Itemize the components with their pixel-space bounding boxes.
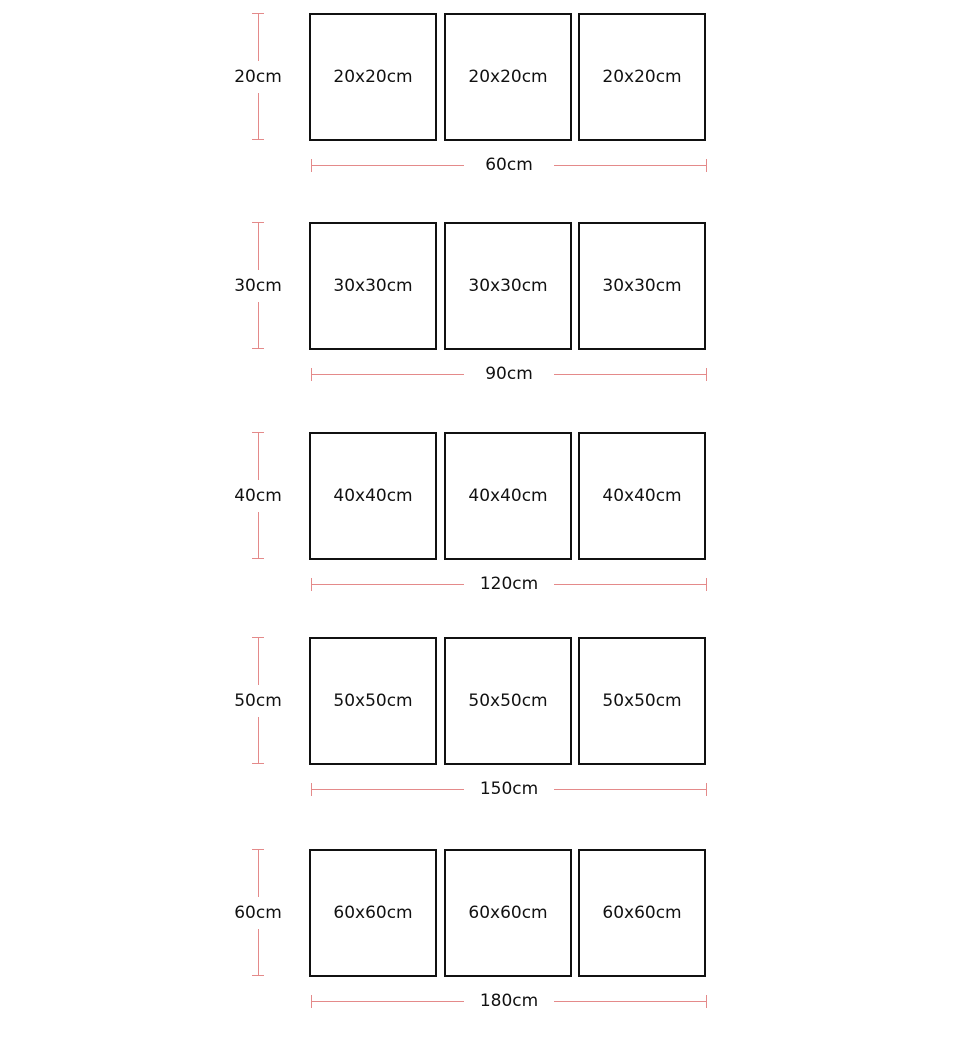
dimension-line	[258, 432, 259, 480]
width-label: 180cm	[479, 991, 539, 1011]
dimension-tick	[252, 348, 264, 349]
width-label: 90cm	[485, 364, 533, 384]
canvas-panel: 40x40cm	[578, 432, 706, 560]
canvas-panel: 50x50cm	[309, 637, 437, 765]
dimension-tick	[252, 975, 264, 976]
dimension-line	[554, 165, 706, 166]
canvas-panel: 20x20cm	[444, 13, 572, 141]
height-label: 20cm	[234, 67, 282, 87]
height-dimension: 30cm	[232, 222, 284, 350]
dimension-line	[311, 1001, 464, 1002]
dimension-tick	[706, 783, 707, 796]
canvas-panel: 60x60cm	[578, 849, 706, 977]
canvas-panel: 20x20cm	[578, 13, 706, 141]
size-set-30: 30cm 30x30cm 30x30cm 30x30cm 90cm	[0, 222, 960, 422]
dimension-line	[258, 222, 259, 270]
width-dimension: 120cm	[310, 572, 708, 596]
dimension-line	[258, 929, 259, 976]
height-label: 40cm	[234, 486, 282, 506]
height-label: 50cm	[234, 691, 282, 711]
height-label: 60cm	[234, 903, 282, 923]
dimension-line	[258, 717, 259, 764]
canvas-panel: 60x60cm	[444, 849, 572, 977]
dimension-tick	[706, 578, 707, 591]
dimension-line	[554, 1001, 706, 1002]
height-dimension: 20cm	[232, 13, 284, 141]
canvas-panel: 20x20cm	[309, 13, 437, 141]
dimension-line	[258, 13, 259, 61]
dimension-tick	[706, 368, 707, 381]
height-dimension: 50cm	[232, 637, 284, 765]
canvas-panel: 30x30cm	[578, 222, 706, 350]
width-dimension: 60cm	[310, 153, 708, 177]
dimension-line	[554, 789, 706, 790]
dimension-line	[258, 637, 259, 685]
height-label: 30cm	[234, 276, 282, 296]
dimension-line	[554, 374, 706, 375]
canvas-panel: 50x50cm	[578, 637, 706, 765]
canvas-panel: 40x40cm	[309, 432, 437, 560]
size-set-50: 50cm 50x50cm 50x50cm 50x50cm 150cm	[0, 637, 960, 837]
canvas-panel: 60x60cm	[309, 849, 437, 977]
width-dimension: 90cm	[310, 362, 708, 386]
dimension-line	[311, 789, 464, 790]
size-set-20: 20cm 20x20cm 20x20cm 20x20cm 60cm	[0, 13, 960, 213]
dimension-tick	[252, 763, 264, 764]
canvas-panel: 50x50cm	[444, 637, 572, 765]
size-set-40: 40cm 40x40cm 40x40cm 40x40cm 120cm	[0, 432, 960, 632]
width-dimension: 150cm	[310, 777, 708, 801]
height-dimension: 40cm	[232, 432, 284, 560]
width-dimension: 180cm	[310, 989, 708, 1013]
dimension-line	[311, 374, 464, 375]
dimension-line	[258, 512, 259, 559]
dimension-tick	[252, 139, 264, 140]
dimension-line	[311, 584, 464, 585]
dimension-line	[554, 584, 706, 585]
canvas-panel: 30x30cm	[309, 222, 437, 350]
dimension-line	[258, 849, 259, 897]
width-label: 150cm	[479, 779, 539, 799]
width-label: 120cm	[479, 574, 539, 594]
dimension-line	[258, 93, 259, 140]
dimension-line	[311, 165, 464, 166]
width-label: 60cm	[485, 155, 533, 175]
canvas-panel: 40x40cm	[444, 432, 572, 560]
dimension-line	[258, 302, 259, 349]
size-set-60: 60cm 60x60cm 60x60cm 60x60cm 180cm	[0, 849, 960, 1049]
dimension-tick	[706, 159, 707, 172]
dimension-tick	[706, 995, 707, 1008]
canvas-panel: 30x30cm	[444, 222, 572, 350]
dimension-tick	[252, 558, 264, 559]
height-dimension: 60cm	[232, 849, 284, 977]
